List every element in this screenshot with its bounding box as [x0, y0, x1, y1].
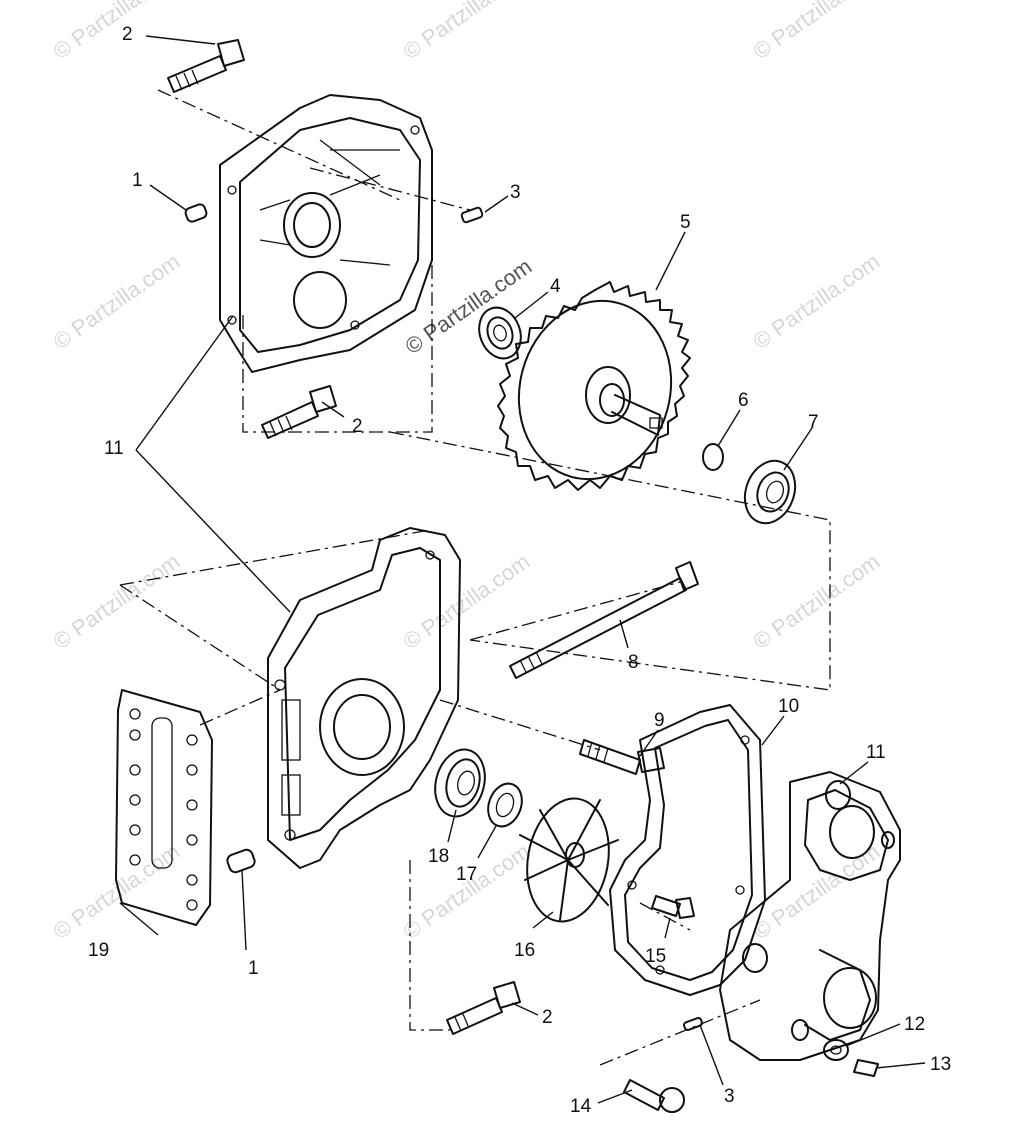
- watermark: © Partzilla.com: [749, 249, 885, 355]
- assembly-lines: [119, 89, 831, 1066]
- callout-12: 12: [904, 1014, 925, 1035]
- watermark: © Partzilla.com: [399, 0, 535, 64]
- callout-14: 14: [570, 1096, 592, 1117]
- callout-6: 6: [738, 390, 749, 411]
- impeller-16: [519, 797, 619, 923]
- bearing-4: [478, 306, 522, 360]
- watermark: © Partzilla.com: [749, 549, 885, 655]
- callout-1-bottom: 1: [248, 958, 259, 979]
- bolt-2-middle: [261, 385, 337, 439]
- pin-3-top: [460, 206, 484, 224]
- watermark: © Partzilla.com: [49, 249, 185, 355]
- lower-main-housing: [267, 527, 461, 869]
- gasket-19: [115, 689, 213, 926]
- callout-labels: 2 1 3 5 4 6 7 2 11 8 9 10 11 18 17 16 15…: [88, 24, 951, 1117]
- callout-7: 7: [808, 412, 819, 433]
- bolt-15: [651, 895, 695, 919]
- washer-12: [823, 1039, 849, 1061]
- callout-13: 13: [930, 1054, 951, 1075]
- leader-lines: [119, 35, 926, 1104]
- pin-3-bottom: [683, 1017, 703, 1031]
- callout-18: 18: [428, 846, 449, 867]
- callout-10: 10: [778, 696, 799, 717]
- callout-5: 5: [680, 212, 691, 233]
- callout-11-right: 11: [866, 742, 886, 763]
- callout-2-top: 2: [122, 24, 133, 45]
- callout-16: 16: [514, 940, 535, 961]
- watermark: © Partzilla.com: [749, 0, 885, 64]
- seal-18: [434, 748, 486, 818]
- callout-2-bottom: 2: [542, 1007, 553, 1028]
- callout-4: 4: [550, 276, 561, 297]
- bolt-13: [853, 1059, 879, 1077]
- o-ring-6: [702, 443, 724, 471]
- callout-3-top: 3: [510, 182, 521, 203]
- callout-1-top: 1: [132, 170, 143, 191]
- watermark: © Partzilla.com: [399, 549, 535, 655]
- callout-11-left: 11: [104, 438, 124, 459]
- callout-9: 9: [654, 710, 665, 731]
- watermark: © Partzilla.com: [49, 549, 185, 655]
- washer-17: [487, 782, 523, 828]
- callout-19: 19: [88, 940, 109, 961]
- callout-15: 15: [645, 946, 666, 967]
- callout-3-bottom: 3: [724, 1086, 735, 1107]
- bolt-9: [579, 739, 665, 775]
- bearing-7: [743, 459, 797, 525]
- gasket-10: [609, 704, 766, 996]
- watermark: © Partzilla.com: [399, 839, 535, 945]
- dowel-pin-1-top: [184, 203, 208, 223]
- callout-8: 8: [628, 652, 639, 673]
- dowel-pin-1-bottom: [226, 848, 256, 874]
- bolt-2-top: [167, 39, 245, 93]
- bolt-2-bottom: [446, 981, 521, 1035]
- callout-17: 17: [456, 864, 477, 885]
- watermark-layer: © Partzilla.com © Partzilla.com © Partzi…: [49, 0, 885, 944]
- callout-2-middle: 2: [352, 416, 363, 437]
- watermark: © Partzilla.com: [49, 0, 185, 64]
- upper-housing-cover: [219, 94, 433, 373]
- gear-5: [497, 281, 691, 491]
- water-pump-cover-11: [719, 771, 901, 1061]
- long-bolt-8: [509, 561, 699, 679]
- bolt-14: [623, 1079, 685, 1113]
